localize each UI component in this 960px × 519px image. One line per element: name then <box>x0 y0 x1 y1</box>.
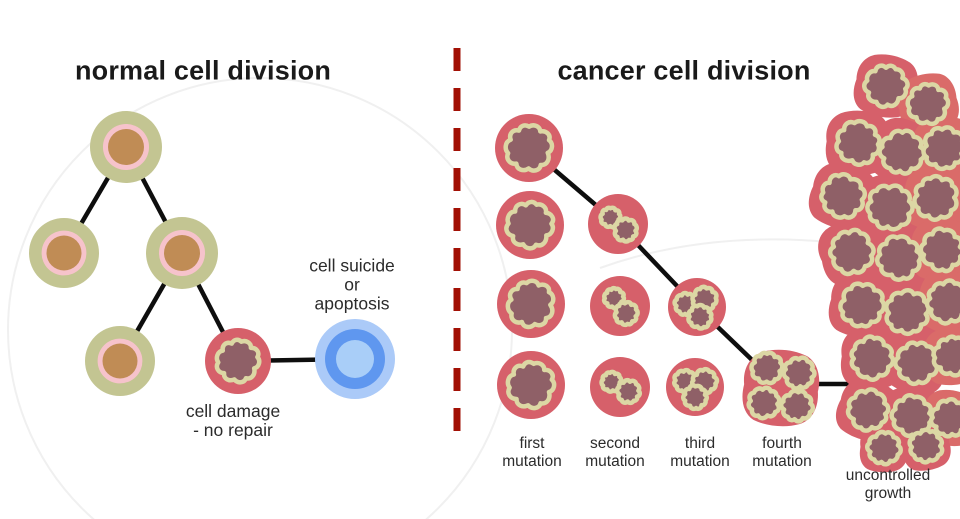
cancer-cell <box>497 270 565 338</box>
label-line: fourth <box>762 435 802 452</box>
cancer-nucleus <box>840 283 884 326</box>
cancer-nucleus <box>858 58 915 114</box>
apoptosis-cell <box>315 319 395 399</box>
cancer-cell <box>495 114 563 182</box>
cancer-cell <box>668 278 726 336</box>
label-line: third <box>684 435 716 452</box>
label-line: mutation <box>752 453 812 470</box>
cancer-cell <box>590 357 650 417</box>
cancer-nucleus <box>931 334 960 377</box>
cancer-nucleus <box>872 122 932 182</box>
cell-suicide-label: cell suicide or apoptosis <box>309 255 395 314</box>
cancer-nucleus <box>903 423 948 468</box>
uncontrolled-growth-mass <box>803 50 960 475</box>
cancer-nucleus <box>919 273 960 331</box>
cancer-nucleus <box>688 305 711 328</box>
second-mutation-label: second mutation <box>585 435 644 471</box>
normal-cell <box>29 218 99 288</box>
label-line: or <box>344 274 360 295</box>
cancer-nucleus <box>921 125 960 171</box>
cancer-nucleus <box>613 301 639 326</box>
cancer-nucleus <box>611 216 640 245</box>
cancer-nucleus <box>875 233 924 283</box>
cancer-nucleus <box>907 84 949 125</box>
cancer-nucleus <box>743 382 785 424</box>
normal-cell <box>146 217 218 289</box>
label-line: second <box>590 435 640 452</box>
cancer-nucleus <box>505 360 556 411</box>
mutation-column <box>495 114 565 419</box>
cancer-nucleus <box>835 120 880 166</box>
cancer-nucleus <box>681 383 709 412</box>
cancer-cell <box>664 358 724 416</box>
fourth-mutation-label: fourth mutation <box>752 435 811 471</box>
cancer-nucleus <box>776 385 819 428</box>
damaged-cell <box>205 328 271 394</box>
cancer-nucleus <box>844 330 900 386</box>
cancer-cell <box>496 191 564 259</box>
cancer-nucleus <box>861 425 906 470</box>
normal-cell <box>85 326 155 396</box>
cancer-nucleus <box>501 196 559 253</box>
cancer-cell <box>590 276 650 336</box>
cancer-cell <box>497 351 565 419</box>
cancer-nucleus <box>613 376 644 407</box>
cancer-nucleus <box>751 353 782 383</box>
mutation-column <box>741 348 821 428</box>
first-mutation-label: first mutation <box>502 435 561 471</box>
label-line: mutation <box>670 453 730 470</box>
cancer-nucleus <box>862 179 918 235</box>
cancer-nucleus <box>778 352 821 395</box>
mutation-column <box>664 278 726 416</box>
cancer-nucleus <box>880 285 934 339</box>
cancer-nucleus <box>909 172 960 225</box>
cancer-cell <box>588 194 648 254</box>
label-line: apoptosis <box>314 293 390 314</box>
normal-cells <box>29 111 218 396</box>
label-line: - no repair <box>193 420 273 440</box>
cancer-nucleus <box>818 171 867 221</box>
mutation-column <box>588 194 650 417</box>
label-line: cell damage <box>185 401 281 421</box>
label-line: uncontrolled <box>845 467 931 484</box>
cancer-division-title: cancer cell division <box>557 55 811 86</box>
cancer-nucleus <box>916 223 960 276</box>
label-line: first <box>519 435 545 452</box>
cancer-nucleus <box>840 382 896 438</box>
cell-damage-label: cell damage - no repair <box>186 402 280 440</box>
cancer-nucleus <box>504 277 559 331</box>
third-mutation-label: third mutation <box>670 435 729 471</box>
cancer-nucleus <box>600 371 623 393</box>
label-line: mutation <box>585 453 645 470</box>
cancer-cell-cluster <box>741 348 821 428</box>
uncontrolled-growth-label: uncontrolled growth <box>846 467 930 503</box>
cancer-nucleus <box>821 222 882 283</box>
normal-division-title: normal cell division <box>74 55 332 86</box>
label-line: growth <box>864 485 912 502</box>
label-line: mutation <box>502 453 562 470</box>
cancer-nucleus <box>506 125 552 170</box>
cancer-nucleus <box>213 337 262 385</box>
label-line: cell suicide <box>309 255 395 276</box>
normal-cell <box>90 111 162 183</box>
